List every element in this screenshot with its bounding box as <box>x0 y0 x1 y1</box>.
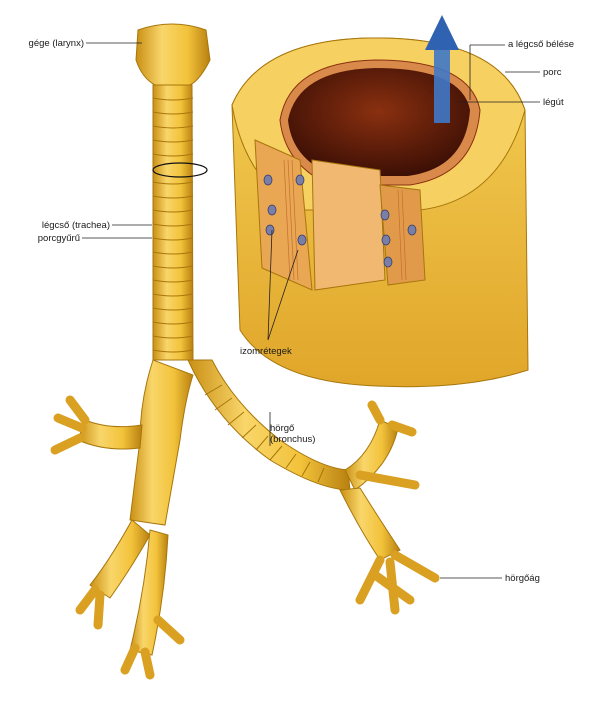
left-lower-branch <box>89 519 151 599</box>
ring-highlight <box>152 162 208 178</box>
label-bronchus: hörgő (bronchus) <box>270 423 315 445</box>
label-bronchus-line2: (bronchus) <box>270 434 316 445</box>
bronchial-tree <box>50 23 440 680</box>
cartilage-rings <box>152 97 194 353</box>
label-muscle-layers: izomrétegek <box>240 346 292 357</box>
cross-section <box>231 15 529 388</box>
label-cartilage: porc <box>543 67 562 78</box>
label-larynx: gége (larynx) <box>28 38 84 49</box>
airway-lumen <box>288 68 470 176</box>
left-upper-branch <box>77 419 143 450</box>
label-bronchiole: hörgőág <box>505 573 540 584</box>
label-airway: légút <box>543 97 564 108</box>
left-bronchus <box>129 359 194 526</box>
leader-lines <box>82 42 540 579</box>
label-bronchus-line1: hörgő <box>270 423 295 434</box>
label-trachea: légcső (trachea) <box>41 220 110 231</box>
up-arrow-icon <box>425 15 459 123</box>
larynx-shape <box>135 23 211 86</box>
right-lower-branch <box>339 487 401 561</box>
label-lining: a légcső bélése <box>508 39 575 50</box>
trachea-tube <box>152 84 194 361</box>
label-cartilage-ring: porcgyűrű <box>37 233 80 244</box>
